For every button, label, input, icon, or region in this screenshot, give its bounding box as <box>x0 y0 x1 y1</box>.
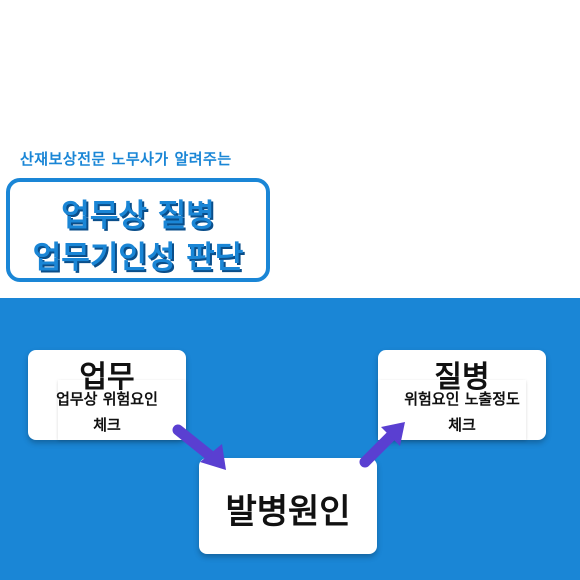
work-card-line-2: 체크 <box>93 416 121 434</box>
disease-card-line-2: 체크 <box>448 416 476 434</box>
cause-card-title: 발병원인 <box>225 492 351 532</box>
work-card-inner <box>58 380 186 440</box>
disease-card-title: 질병 <box>434 360 490 395</box>
disease-card-line-1: 위험요인 노출정도 <box>404 390 520 408</box>
cause-card: 발병원인 <box>199 458 377 554</box>
disease-card: 질병 위험요인 노출정도 체크 <box>378 350 546 440</box>
title-line-1: 업무상 질병 <box>61 198 215 234</box>
work-card-text: 업무상 위험요인 체크 <box>28 386 186 438</box>
subtitle: 산재보상전문 노무사가 알려주는 <box>20 150 232 168</box>
work-card: 업무 업무상 위험요인 체크 <box>28 350 186 440</box>
work-card-title: 업무 <box>79 360 135 395</box>
title-line-2: 업무기인성 판단 <box>32 240 244 276</box>
work-card-line-1: 업무상 위험요인 <box>56 390 158 408</box>
title-box: 업무상 질병 업무기인성 판단 <box>6 178 270 282</box>
disease-card-text: 위험요인 노출정도 체크 <box>378 386 546 438</box>
